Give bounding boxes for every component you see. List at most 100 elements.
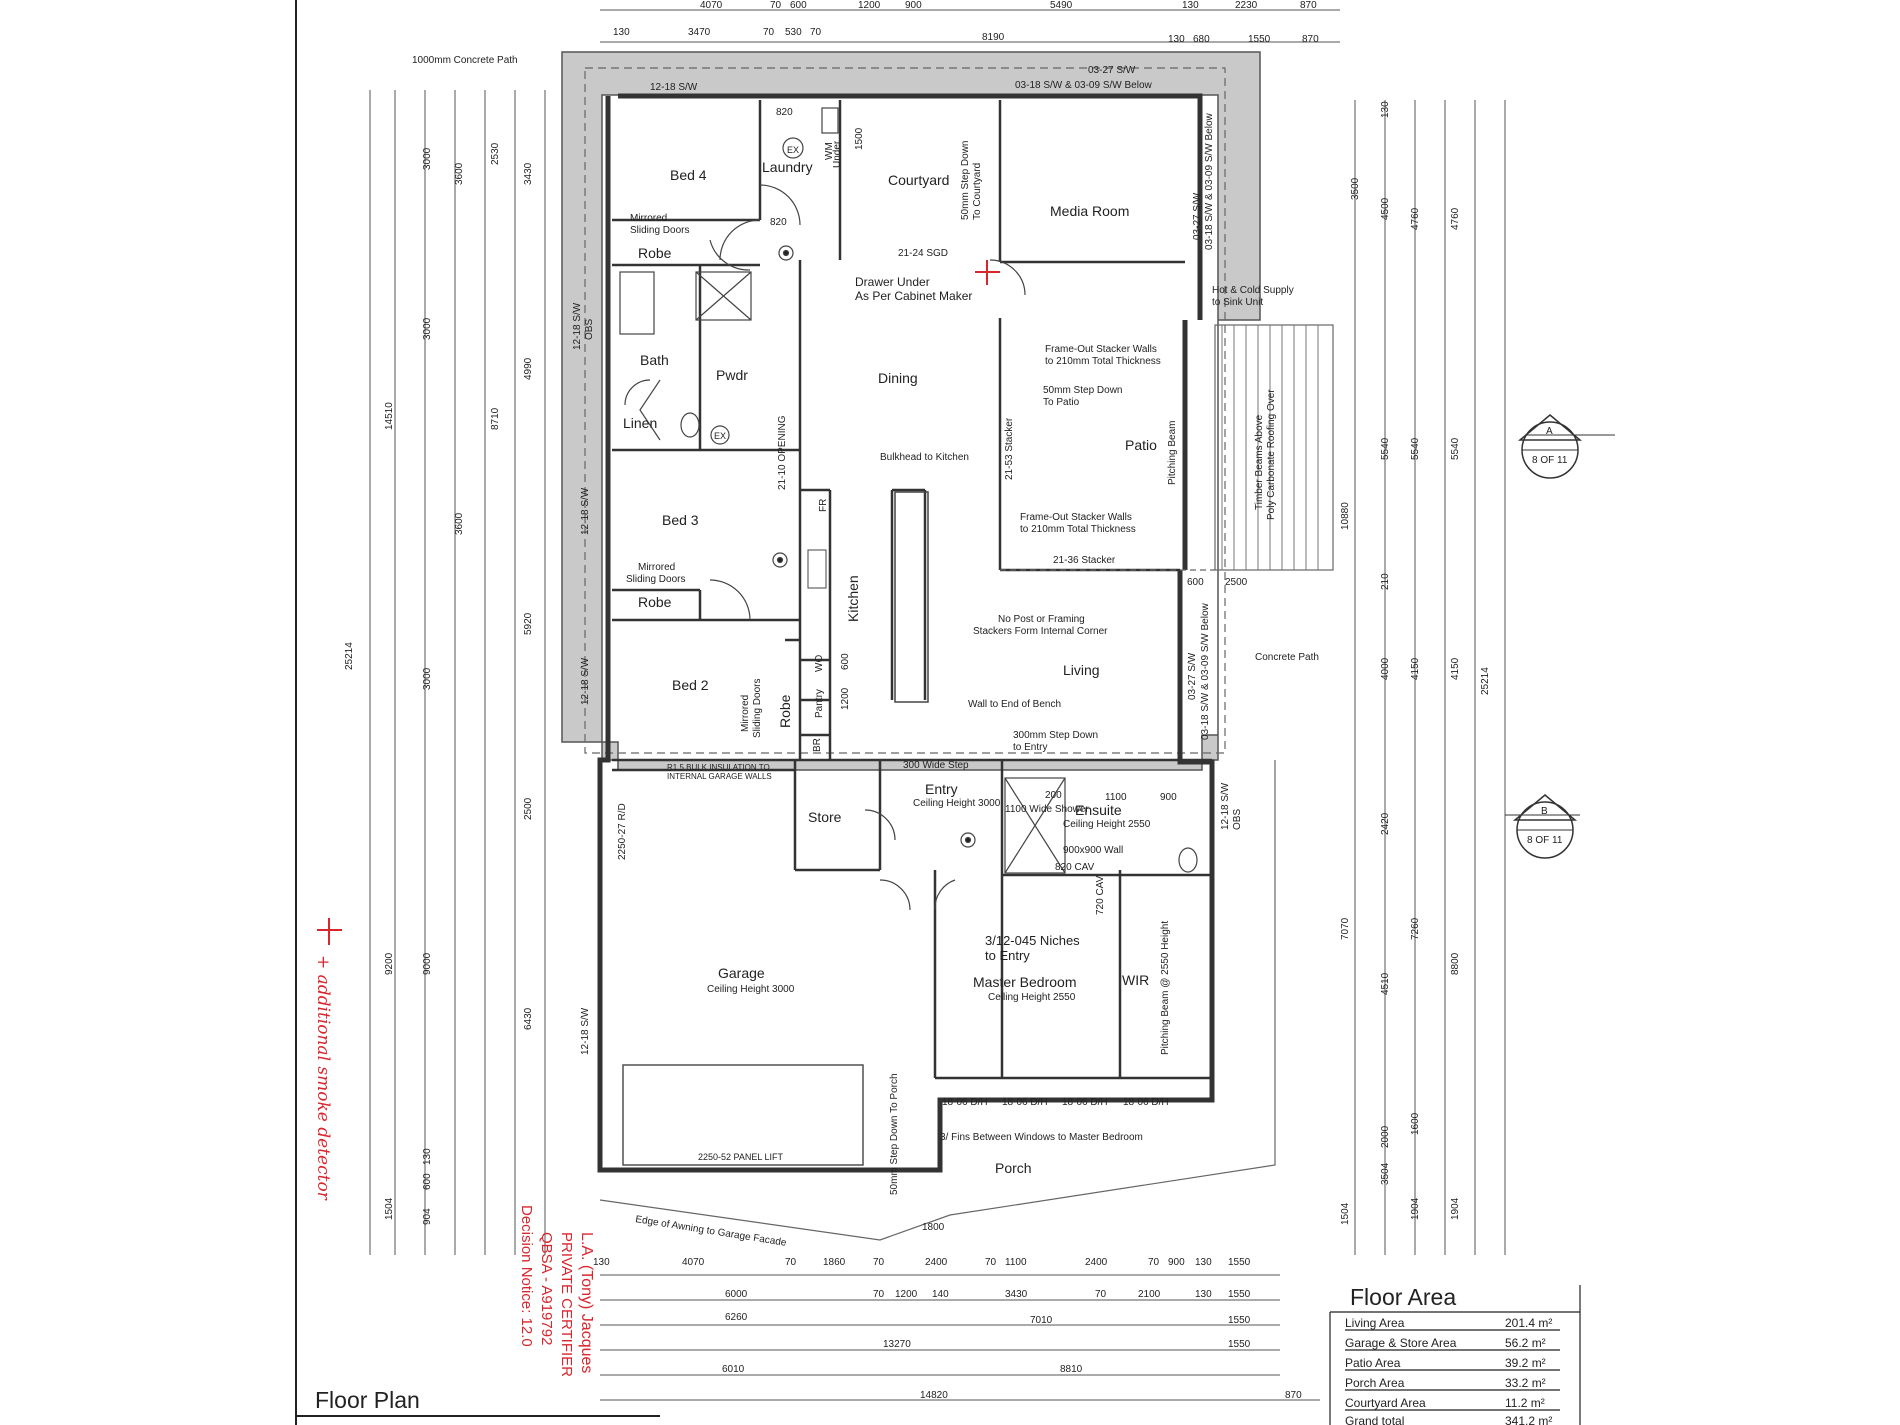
svg-text:3600: 3600: [454, 162, 465, 185]
note-sgd: 21-24 SGD: [898, 248, 948, 259]
note-no-post-b: Stackers Form Internal Corner: [973, 626, 1108, 637]
note-bulkhead: Bulkhead to Kitchen: [880, 452, 969, 463]
note-frame-out-a-bottom: Frame-Out Stacker Walls: [1020, 512, 1132, 523]
svg-text:130: 130: [422, 1148, 433, 1165]
svg-text:140: 140: [932, 1289, 949, 1300]
note-awning: Edge of Awning to Garage Facade: [635, 1214, 788, 1249]
note-sw-12: 03-18 S/W & 03-09 S/W Below: [1200, 602, 1211, 740]
note-pitching-beam: Pitching Beam: [1167, 421, 1178, 485]
note-cav-820: 820 CAV: [1055, 862, 1095, 873]
svg-text:4500: 4500: [1380, 197, 1391, 220]
handwritten-note: + additional smoke detector: [313, 955, 333, 1201]
room-living: Living: [1063, 662, 1100, 678]
svg-text:130: 130: [1195, 1289, 1212, 1300]
note-insulation-b: INTERNAL GARAGE WALLS: [667, 772, 772, 781]
svg-text:3000: 3000: [422, 317, 433, 340]
right-dimensions: 3500 4500 4760 4760 5540 5540 5540 10880…: [1340, 101, 1491, 1225]
note-insulation-a: R1.5 BULK INSULATION TO: [667, 763, 770, 772]
section-marker-a: [1517, 414, 1583, 479]
svg-text:5540: 5540: [1410, 437, 1421, 460]
label-wm-under: Under: [832, 140, 843, 168]
note-frame-out-b-top: to 210mm Total Thickness: [1045, 356, 1161, 367]
section-b-letter: B: [1541, 806, 1548, 817]
note-sliding-bed2: Sliding Doors: [752, 679, 763, 738]
svg-text:900: 900: [905, 0, 922, 11]
concrete-path: [561, 51, 1261, 771]
svg-text:904: 904: [422, 1208, 433, 1225]
svg-text:130: 130: [1168, 34, 1185, 45]
room-master: Master Bedroom: [973, 974, 1076, 990]
svg-text:7010: 7010: [1030, 1315, 1053, 1326]
note-sw-10: 03-18 S/W & 03-09 S/W Below: [1204, 112, 1215, 250]
svg-text:8190: 8190: [982, 32, 1005, 43]
note-rd: 2250-27 R/D: [617, 803, 628, 860]
svg-text:5920: 5920: [523, 612, 534, 635]
svg-text:1550: 1550: [1228, 1315, 1251, 1326]
stamp-line3: QBSA - A919792: [538, 1232, 555, 1345]
note-sliding-bed4: Sliding Doors: [630, 225, 689, 236]
note-step-courtyard-a: 50mm Step Down: [960, 141, 971, 220]
area-value-1: 56.2 m²: [1505, 1336, 1546, 1350]
area-value-2: 39.2 m²: [1505, 1356, 1546, 1370]
room-bath: Bath: [640, 352, 669, 368]
svg-text:2530: 2530: [490, 142, 501, 165]
svg-text:820: 820: [770, 217, 787, 228]
svg-text:70: 70: [873, 1257, 885, 1268]
stamp-line2: PRIVATE CERTIFIER: [558, 1232, 575, 1377]
note-cav-720: 720 CAV: [1095, 875, 1106, 915]
svg-text:820: 820: [776, 107, 793, 118]
note-dh-1: 18-06 D/H: [942, 1097, 988, 1108]
svg-text:3504: 3504: [1380, 1162, 1391, 1185]
note-ex-2: EX: [714, 431, 726, 441]
svg-text:7260: 7260: [1410, 917, 1421, 940]
svg-text:3430: 3430: [523, 162, 534, 185]
svg-text:1550: 1550: [1248, 34, 1271, 45]
svg-text:3430: 3430: [1005, 1289, 1028, 1300]
bathroom-fixtures: [619, 107, 1198, 874]
note-niches-b: to Entry: [985, 948, 1030, 963]
svg-text:600: 600: [790, 0, 807, 11]
note-sw-6: 12-18 S/W: [1220, 782, 1231, 830]
svg-text:1904: 1904: [1450, 1197, 1461, 1220]
svg-text:70: 70: [1148, 1257, 1160, 1268]
room-bed2: Bed 2: [672, 677, 709, 693]
room-ensuite: Ensuite: [1075, 802, 1122, 818]
note-ceiling-ensuite: Ceiling Height 2550: [1063, 819, 1151, 830]
svg-text:70: 70: [785, 1257, 797, 1268]
note-sw-7: 03-27 S/W: [1088, 65, 1136, 76]
svg-text:4150: 4150: [1450, 657, 1461, 680]
svg-text:4070: 4070: [682, 1257, 705, 1268]
note-ceiling-entry: Ceiling Height 3000: [913, 798, 1001, 809]
area-label-3: Porch Area: [1345, 1376, 1405, 1390]
svg-text:4760: 4760: [1410, 207, 1421, 230]
floor-area-heading: Floor Area: [1350, 1284, 1456, 1310]
svg-text:130: 130: [593, 1257, 610, 1268]
svg-text:70: 70: [810, 27, 822, 38]
svg-text:870: 870: [1285, 1390, 1302, 1401]
svg-text:1200: 1200: [840, 687, 851, 710]
svg-text:2100: 2100: [1138, 1289, 1161, 1300]
svg-text:14510: 14510: [384, 402, 395, 430]
svg-text:130: 130: [1380, 101, 1391, 118]
svg-text:70: 70: [985, 1257, 997, 1268]
label-fr: FR: [818, 499, 829, 512]
note-timber-beams-a: Timber Beams Above: [1254, 414, 1265, 510]
cooktop: [807, 549, 827, 589]
svg-text:1504: 1504: [1340, 1202, 1351, 1225]
note-concrete-path-right: Concrete Path: [1255, 652, 1319, 663]
door-swings: [624, 184, 1026, 911]
svg-text:600: 600: [840, 653, 851, 670]
note-mirrored-bed3: Mirrored: [638, 562, 675, 573]
svg-text:1200: 1200: [858, 0, 881, 11]
note-opening: 21-10 OPENING: [777, 415, 788, 490]
note-hot-cold-b: to Sink Unit: [1212, 297, 1263, 308]
room-wir: WIR: [1122, 972, 1149, 988]
area-value-3: 33.2 m²: [1505, 1376, 1546, 1390]
svg-text:130: 130: [1182, 0, 1199, 11]
svg-text:8800: 8800: [1450, 952, 1461, 975]
svg-text:7070: 7070: [1340, 917, 1351, 940]
top-dimensions: 4070 70 600 1200 900 5490 130 2230 870 1…: [613, 0, 1319, 45]
area-label-2: Patio Area: [1345, 1356, 1401, 1370]
stamp-line1: L.A. (Tony) Jacques: [578, 1232, 595, 1373]
